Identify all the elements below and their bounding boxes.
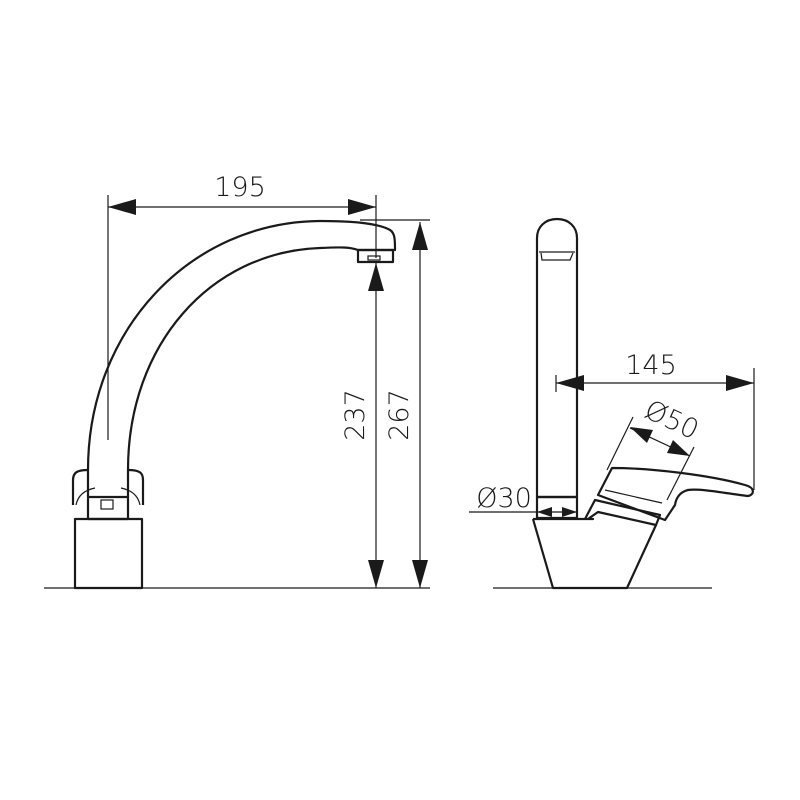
- arrow-up: [368, 263, 384, 291]
- arrow-down: [412, 560, 428, 588]
- arrow-right: [562, 507, 577, 517]
- dimension-label-diameter-50: Ø50: [640, 394, 704, 446]
- lever-handle: [596, 466, 754, 522]
- dimension-label-267: 267: [384, 389, 415, 441]
- dimension-diameter-50: Ø50: [606, 394, 704, 501]
- faucet-front-view: [71, 219, 397, 590]
- base-body: [73, 517, 144, 590]
- faucet-side-view: [531, 217, 754, 590]
- arrow-left: [556, 375, 584, 391]
- aerator-slot: [367, 255, 381, 261]
- dimension-267: 267: [360, 219, 430, 588]
- arrow-right: [348, 199, 376, 215]
- arrow-right: [726, 375, 754, 391]
- tube-outlet: [539, 251, 575, 261]
- spout-outline: [86, 219, 397, 497]
- dimension-label-237: 237: [340, 389, 371, 441]
- arrow-upper: [630, 427, 653, 443]
- dimension-145: 145: [555, 350, 755, 490]
- tube-outline: [535, 217, 579, 499]
- arrow-down: [368, 560, 384, 588]
- tube-collar: [535, 495, 579, 520]
- dimension-195: 195: [107, 172, 377, 440]
- dimension-label-195: 195: [214, 172, 266, 203]
- arrow-left: [108, 199, 136, 215]
- base-body: [531, 510, 658, 590]
- dimension-diameter-30: Ø30: [469, 483, 577, 517]
- collar-notch: [100, 499, 114, 510]
- arrow-lower: [667, 440, 690, 456]
- base-cap: [71, 468, 145, 505]
- dimension-label-diameter-30: Ø30: [476, 483, 532, 514]
- dimension-label-145: 145: [625, 350, 677, 381]
- arrow-up: [412, 222, 428, 250]
- dimension-237: 237: [340, 262, 384, 588]
- lever-ring: [584, 498, 662, 526]
- base-cap-curve: [75, 487, 141, 506]
- arrow-left: [537, 507, 552, 517]
- lever-seam: [604, 489, 663, 504]
